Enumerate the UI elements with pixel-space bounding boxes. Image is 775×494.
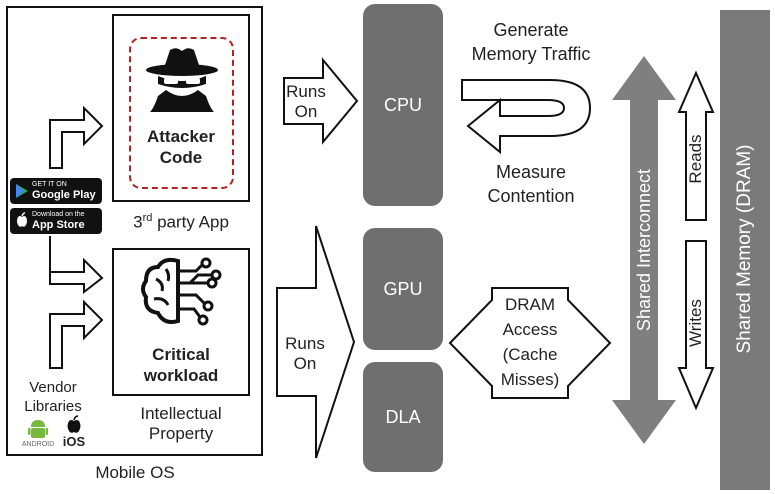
generate-line2: Memory Traffic [471, 44, 591, 64]
runs-on-bottom-line2: On [293, 354, 317, 373]
app-store-badge: Download on the App Store [10, 208, 102, 234]
bent-arrow-to-workload-2 [49, 299, 104, 369]
dram-access-line2: Access [502, 320, 558, 339]
writes-label: Writes [686, 299, 705, 347]
apple-logo-icon [67, 415, 81, 433]
runs-on-top-label: Runs On [283, 82, 329, 122]
critical-workload-box [112, 248, 250, 396]
app-store-small: Download on the [32, 211, 85, 218]
ai-brain-icon [141, 257, 222, 326]
android-icon [28, 420, 48, 438]
critical-workload-label: Critical workload [112, 344, 250, 386]
loop-arrow [461, 79, 592, 155]
measure-line1: Measure [495, 162, 567, 182]
ip-label-line2: Property [148, 424, 214, 443]
spy-icon [146, 48, 218, 112]
generate-line1: Generate [493, 20, 569, 40]
mobile-os-label: Mobile OS [95, 463, 175, 482]
google-play-badge: GET IT ON Google Play [10, 178, 102, 204]
bent-arrow-to-workload-1 [49, 236, 104, 295]
app-label-text: party App [152, 212, 229, 232]
cpu-block: CPU [363, 4, 443, 206]
measure-line2: Contention [487, 186, 575, 206]
attacker-code-label: Attacker Code [130, 126, 232, 168]
google-play-big: Google Play [32, 189, 96, 201]
dram-access-line4: Misses) [500, 370, 560, 389]
app-label-num: 3 [133, 212, 143, 232]
runs-on-arrow-top [283, 57, 359, 145]
shared-interconnect-label: Shared Interconnect [634, 168, 654, 332]
apple-icon [17, 212, 27, 227]
dram-access-line3: (Cache [502, 345, 558, 364]
vendor-line2: Libraries [24, 398, 82, 415]
dla-block: DLA [363, 362, 443, 472]
google-play-small: GET IT ON [32, 181, 67, 188]
reads-label: Reads [686, 134, 705, 184]
measure-contention-label: Measure Contention [456, 160, 606, 208]
bent-arrow-to-app [49, 105, 104, 169]
android-text: ANDROID [21, 441, 55, 448]
shared-interconnect-arrow [612, 56, 676, 444]
app-store-big: App Store [32, 219, 85, 231]
ip-label-line1: Intellectual [140, 404, 222, 423]
dram-access-arrow [448, 287, 612, 399]
reads-arrow [677, 70, 715, 221]
third-party-app-label: 3rd party App [112, 208, 250, 233]
workload-label-line1: Critical [152, 345, 210, 364]
dram-access-label: DRAM Access (Cache Misses) [490, 292, 570, 392]
attacker-label-line1: Attacker [146, 127, 216, 146]
app-label-sup: rd [142, 212, 153, 224]
attacker-label-line2: Code [159, 148, 203, 167]
runs-on-top-line2: On [294, 102, 318, 121]
shared-memory-bar [720, 10, 770, 490]
runs-on-bottom-line1: Runs [285, 334, 325, 353]
runs-on-bottom-label: Runs On [280, 334, 330, 374]
writes-arrow [677, 240, 715, 411]
google-play-icon [16, 184, 28, 198]
runs-on-arrow-bottom [276, 225, 356, 459]
shared-memory-label: Shared Memory (DRAM) [734, 144, 755, 354]
generate-traffic-label: Generate Memory Traffic [446, 18, 616, 66]
workload-label-line2: workload [143, 366, 219, 385]
dram-access-line1: DRAM [504, 295, 556, 314]
ios-text: iOS [62, 434, 86, 449]
vendor-line1: Vendor [29, 379, 77, 396]
gpu-block: GPU [363, 228, 443, 350]
intellectual-property-label: Intellectual Property [112, 404, 250, 444]
runs-on-top-line1: Runs [286, 82, 326, 101]
vendor-libraries-label: Vendor Libraries [10, 378, 96, 416]
attacker-code-box [129, 37, 234, 189]
mobile-os-box [6, 6, 263, 456]
